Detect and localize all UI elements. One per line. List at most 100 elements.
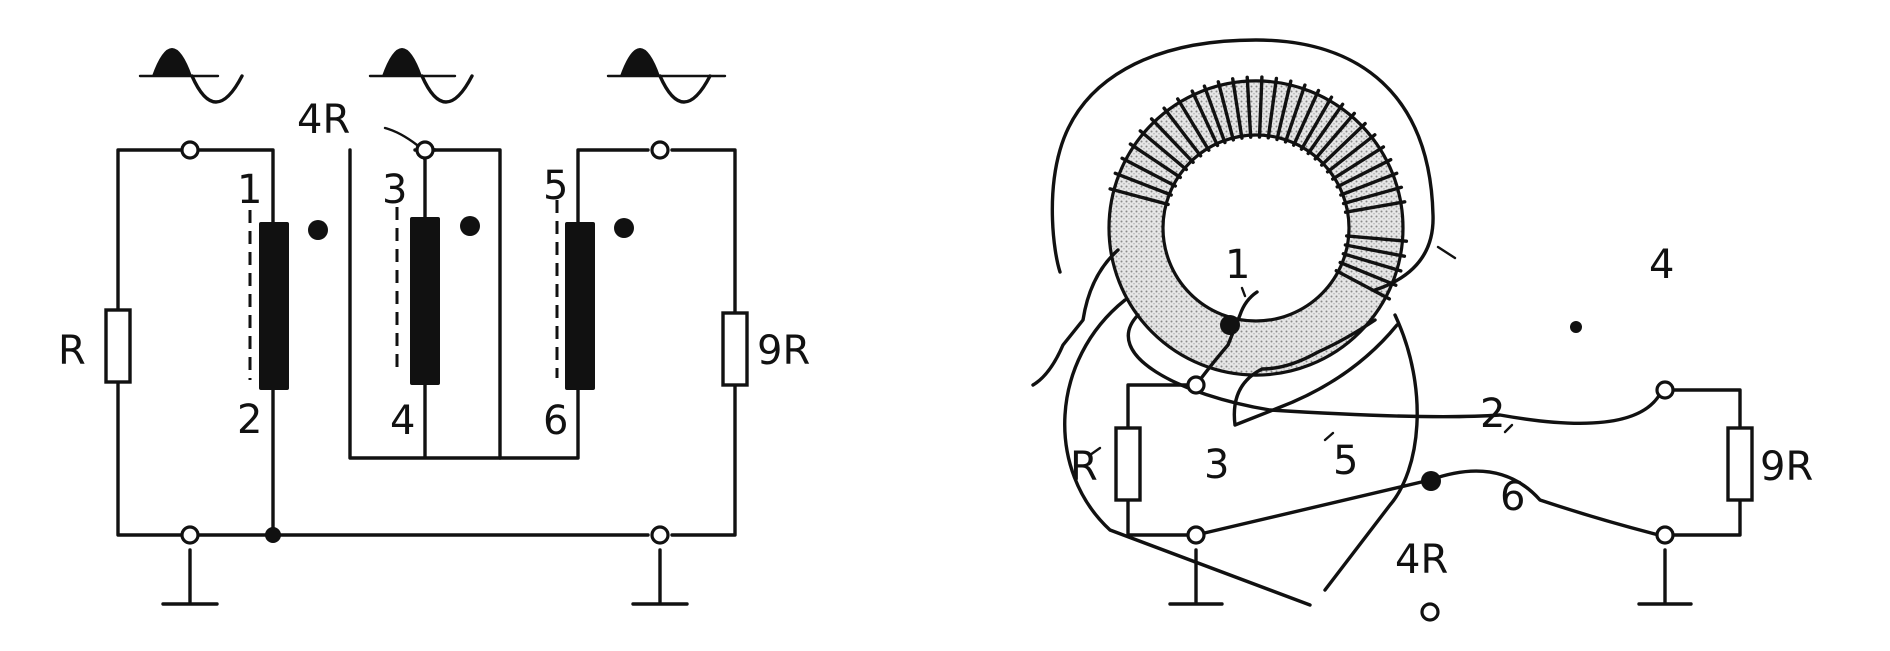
polarity-dot — [614, 218, 634, 238]
winding-turn — [1334, 269, 1391, 301]
winding-turn — [1320, 121, 1367, 167]
winding-lead-1 — [1031, 248, 1120, 387]
winding-turn — [1245, 75, 1253, 139]
winding-turn — [1275, 79, 1293, 142]
winding-turn — [1128, 142, 1182, 180]
winding-turn — [1120, 156, 1177, 188]
winding-turn — [1331, 145, 1386, 181]
terminal — [180, 140, 200, 160]
winding-turn — [1345, 234, 1409, 243]
winding-turn — [1283, 83, 1307, 144]
winding-turn — [1343, 200, 1407, 214]
pin-label-4: 4 — [390, 398, 415, 444]
sine-wave-icon — [138, 48, 244, 104]
center-node-wire — [1194, 469, 1661, 537]
terminal — [415, 140, 435, 160]
label-leader — [1088, 446, 1102, 457]
resistor-label-r: R — [1070, 444, 1098, 490]
winding-bar-1-2 — [259, 222, 289, 390]
winding-turn — [1341, 185, 1404, 206]
winding-1-2-wire — [195, 148, 275, 537]
terminal — [650, 140, 670, 160]
winding-turn — [1338, 260, 1398, 287]
winding-turn — [1176, 97, 1211, 152]
winding-turn — [1149, 117, 1195, 164]
winding-bar-5-6 — [565, 222, 595, 390]
junction-dot — [1570, 321, 1582, 333]
winding-turn — [1306, 102, 1345, 156]
polarity-dot — [460, 216, 480, 236]
winding-lead-3 — [1063, 298, 1312, 607]
label-leader — [1503, 423, 1514, 434]
right-schematic: R 9R 4R 1 2 3 4 5 6 — [1031, 38, 1813, 622]
pin-label-2: 2 — [237, 397, 262, 443]
terminal — [1186, 375, 1206, 395]
resistor-label-9r: 9R — [1760, 444, 1813, 490]
winding-turn — [1190, 89, 1220, 148]
winding-turn — [1257, 75, 1264, 139]
resistor-r — [104, 308, 132, 384]
pin-label-6: 6 — [543, 398, 568, 444]
winding-lead-5 — [1126, 313, 1664, 425]
terminal — [650, 525, 670, 545]
resistor-r — [1114, 426, 1142, 502]
junction-dot — [265, 527, 281, 543]
winding-turn — [1299, 95, 1334, 151]
winding-turn — [1335, 158, 1393, 189]
winding-turn — [1138, 129, 1188, 172]
terminal — [1420, 602, 1440, 622]
resistor-label-4r: 4R — [297, 97, 350, 143]
winding-turn — [1113, 171, 1173, 197]
resistor-label-9r: 9R — [757, 328, 810, 374]
left-schematic: R 9R 4R 1 2 3 4 5 6 — [58, 48, 810, 606]
label-leader — [383, 126, 419, 147]
winding-turn — [1339, 171, 1399, 197]
resistor-label-r: R — [58, 328, 86, 374]
winding-turn — [1343, 243, 1407, 258]
sine-wave-icon — [606, 48, 727, 104]
ground-symbol — [631, 548, 689, 606]
winding-turn — [1313, 111, 1356, 161]
pin-label-5: 5 — [1333, 438, 1358, 484]
terminal — [180, 525, 200, 545]
label-leader — [1240, 286, 1247, 298]
ground-symbol — [1168, 548, 1224, 606]
winding-lead-4 — [1050, 38, 1435, 292]
resistor-9r — [721, 311, 749, 387]
winding-turn — [1202, 84, 1227, 145]
pin-label-3: 3 — [1204, 442, 1229, 488]
winding-turn — [1266, 76, 1279, 140]
sine-wave-icon — [368, 48, 474, 104]
pin-label-4: 4 — [1649, 242, 1674, 288]
toroid-windings — [1108, 75, 1409, 301]
resistor-9r — [1726, 426, 1754, 502]
label-leader — [1436, 245, 1457, 260]
label-leader — [1323, 431, 1335, 442]
winding-turn — [1341, 252, 1403, 273]
terminal — [1655, 380, 1675, 400]
resistor-label-4r: 4R — [1395, 537, 1448, 583]
winding-turn — [1231, 77, 1244, 140]
winding-turn — [1108, 187, 1170, 207]
junction-dot — [1421, 471, 1441, 491]
terminal — [1655, 525, 1675, 545]
winding-turn — [1216, 80, 1235, 142]
winding-turn — [1292, 88, 1321, 147]
pin-label-1: 1 — [237, 167, 262, 213]
pin-label-5: 5 — [543, 163, 568, 209]
winding-turn — [1325, 133, 1377, 174]
ground-symbol — [161, 548, 219, 606]
winding-turn — [1162, 106, 1203, 158]
polarity-dot — [308, 220, 328, 240]
winding-bar-3-4 — [410, 217, 440, 385]
winding-lead-2 — [1323, 313, 1419, 592]
pin-label-6: 6 — [1500, 474, 1525, 520]
winding-lead-2b — [1232, 318, 1399, 427]
ground-symbol — [1637, 548, 1693, 606]
pin-label-1: 1 — [1225, 242, 1250, 288]
pin-label-2: 2 — [1480, 391, 1505, 437]
junction-dot — [1220, 315, 1240, 335]
terminal — [1186, 525, 1206, 545]
